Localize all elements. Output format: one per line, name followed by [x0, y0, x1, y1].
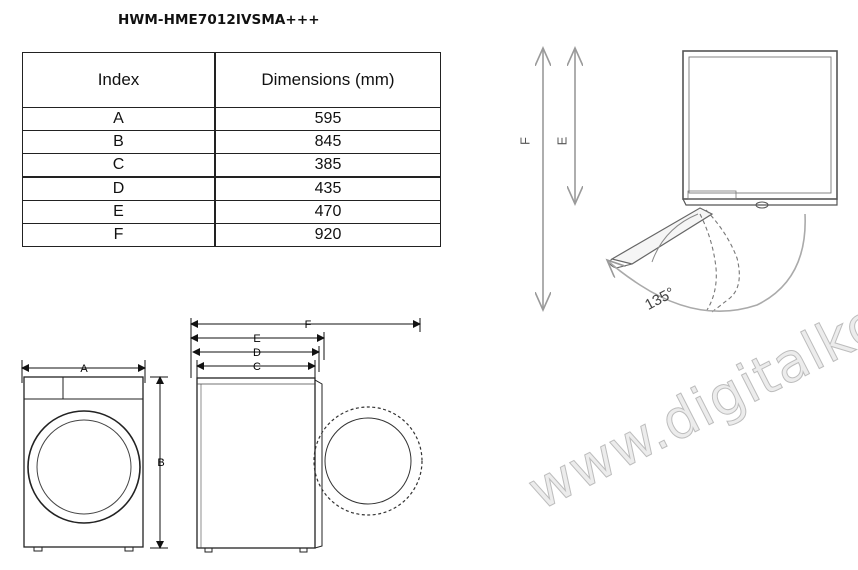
column-header-dimensions: Dimensions (mm) [214, 52, 441, 108]
row-index-cell: B [22, 130, 216, 154]
door-glass-curve [651, 213, 699, 263]
door-hidden-outline [705, 209, 740, 313]
dimensions-table: Index Dimensions (mm) A 595 B 845 C 385 … [22, 52, 441, 247]
side-view: F E D C [190, 318, 423, 553]
door-hidden-outline-inner [699, 213, 717, 311]
side-body [196, 377, 316, 549]
label-b: B [157, 457, 164, 469]
label-e-top: E [554, 136, 569, 145]
foot-right [124, 546, 134, 552]
table-row: F 920 [22, 223, 441, 247]
machine-top [682, 50, 838, 200]
door-swing-inner [324, 417, 412, 505]
label-d: D [253, 347, 261, 359]
label-e: E [253, 333, 260, 345]
door-swing-outer [313, 406, 423, 516]
machine-front-edge [682, 198, 838, 206]
model-title: HWM-HME7012IVSMA+++ [118, 12, 320, 28]
row-value-cell: 845 [214, 130, 441, 154]
front-view: A B [21, 360, 168, 552]
foot-left [33, 546, 43, 552]
row-index-cell: C [22, 153, 216, 178]
row-value-cell: 595 [214, 107, 441, 131]
top-view: F E 135° [517, 48, 838, 314]
table-row: D 435 [22, 176, 441, 201]
label-f-top: F [517, 137, 532, 145]
row-value-cell: 920 [214, 223, 441, 247]
row-value-cell: 435 [214, 176, 441, 201]
opened-door [610, 207, 714, 265]
table-row: B 845 [22, 130, 441, 154]
row-value-cell: 385 [214, 153, 441, 178]
detergent-drawer-top [687, 190, 737, 200]
row-index-cell: A [22, 107, 216, 131]
table-row: A 595 [22, 107, 441, 131]
label-c: C [253, 361, 261, 373]
side-door-profile [314, 379, 323, 549]
angle-label: 135° [642, 284, 677, 314]
column-header-index: Index [22, 52, 216, 108]
side-foot-back [204, 547, 213, 553]
front-body [23, 376, 144, 548]
control-knob [755, 201, 769, 209]
door-outer [27, 410, 141, 524]
row-index-cell: E [22, 200, 216, 224]
opening-angle-arc [607, 213, 806, 313]
table-row: C 385 [22, 153, 441, 178]
row-index-cell: F [22, 223, 216, 247]
label-f: F [305, 319, 312, 331]
table-row: E 470 [22, 200, 441, 224]
machine-top-inner [688, 56, 832, 194]
side-foot-front [299, 547, 308, 553]
label-a: A [80, 363, 88, 375]
table-header-row: Index Dimensions (mm) [22, 52, 441, 108]
door-inner [36, 419, 132, 515]
